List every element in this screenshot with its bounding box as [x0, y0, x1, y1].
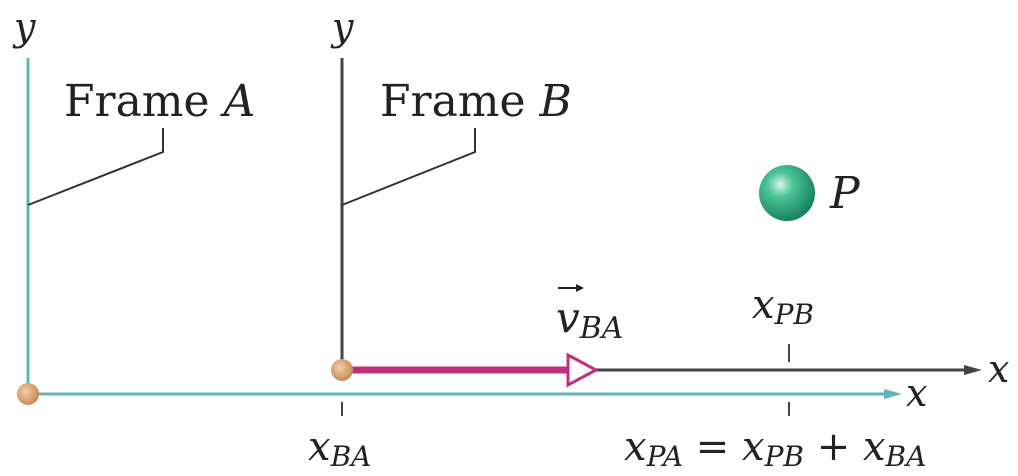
x-pb-label: xPB — [752, 282, 814, 331]
frame-a-leader-line — [27, 128, 164, 206]
frame-a-x-arrowhead — [884, 389, 902, 399]
particle-p-label: P — [829, 168, 861, 219]
frame-a-x-label: x — [906, 371, 927, 415]
x-pa-equation: xPA = xPB + xBA — [624, 424, 926, 473]
frame-b-label: Frame B — [380, 76, 572, 127]
frame-b-y-label: y — [330, 5, 354, 49]
x-ba-label: xBA — [308, 424, 371, 473]
frame-a-y-label: y — [12, 5, 36, 49]
frame-b-x-label: x — [988, 347, 1009, 391]
velocity-label: vBA — [556, 293, 623, 346]
velocity-arrow-head — [566, 352, 600, 388]
particle-p-ball — [759, 165, 815, 221]
frame-b-origin-dot — [331, 359, 353, 381]
velocity-vector-bar-head — [576, 284, 584, 292]
frame-a-origin-dot — [17, 383, 39, 405]
frame-b-leader-line — [341, 128, 476, 206]
frame-b-x-arrowhead — [964, 365, 982, 375]
frame-a-label: Frame A — [64, 76, 255, 127]
